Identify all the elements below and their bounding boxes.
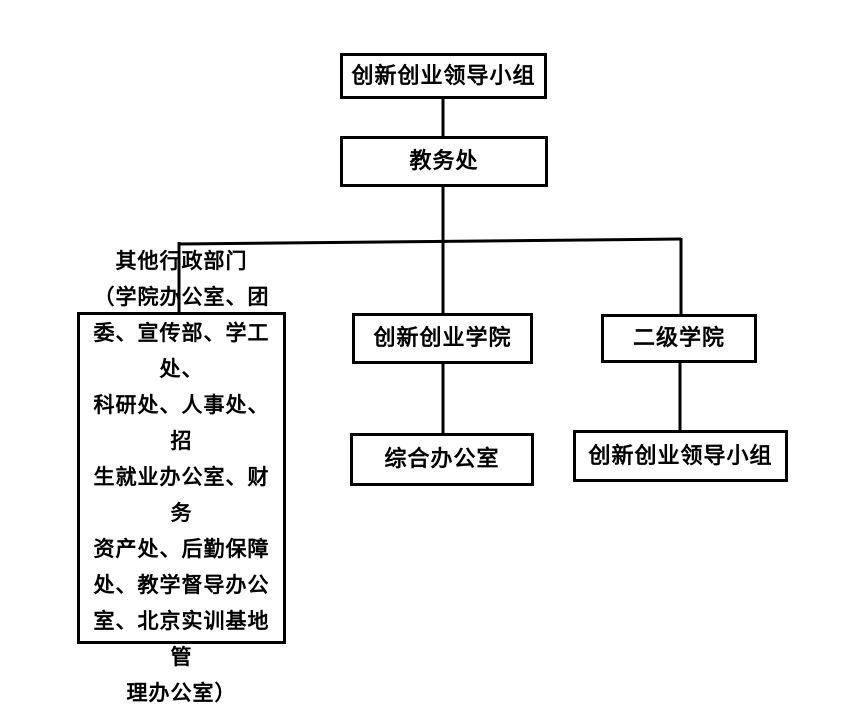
node-academic-affairs-office-label: 教务处 xyxy=(409,148,479,174)
node-innovation-leadership-group: 创新创业领导小组 xyxy=(340,53,547,99)
node-secondary-leadership-group: 创新创业领导小组 xyxy=(573,430,788,482)
node-other-admin-departments-label: 其他行政部门 （学院办公室、团 委、宣传部、学工处、 科研处、人事处、招 生就业… xyxy=(93,250,270,705)
node-secondary-colleges-label: 二级学院 xyxy=(632,325,725,351)
node-academic-affairs-office: 教务处 xyxy=(340,136,548,187)
node-innovation-leadership-group-label: 创新创业领导小组 xyxy=(351,62,536,88)
node-secondary-colleges: 二级学院 xyxy=(601,314,757,363)
node-innovation-college: 创新创业学院 xyxy=(352,313,533,364)
node-secondary-leadership-group-label: 创新创业领导小组 xyxy=(588,442,773,468)
node-other-admin-departments: 其他行政部门 （学院办公室、团 委、宣传部、学工处、 科研处、人事处、招 生就业… xyxy=(77,250,286,705)
node-general-office-label: 综合办公室 xyxy=(384,446,500,472)
node-general-office: 综合办公室 xyxy=(350,433,534,486)
node-innovation-college-label: 创新创业学院 xyxy=(373,325,512,351)
